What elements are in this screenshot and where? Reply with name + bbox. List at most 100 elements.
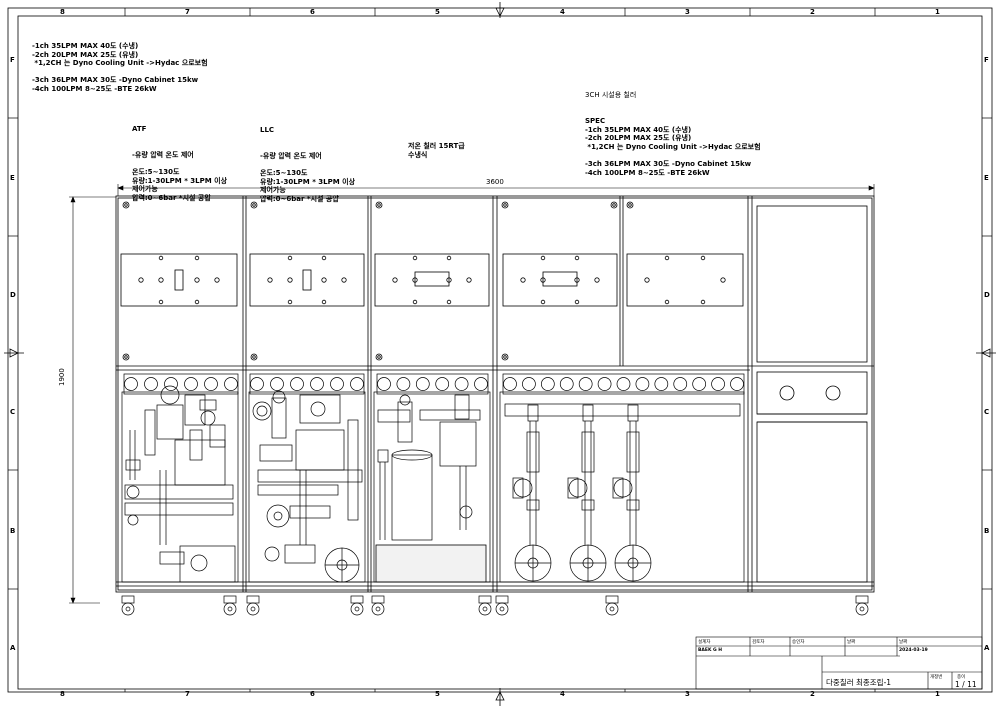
gauge	[377, 377, 391, 391]
caster-hub	[375, 606, 381, 612]
column-label: 1	[935, 8, 940, 16]
gauge	[616, 377, 631, 391]
gauge	[503, 377, 517, 391]
panel-hole	[540, 299, 546, 305]
casters	[121, 595, 869, 616]
door-screw	[375, 353, 383, 361]
panel-hole	[446, 255, 452, 261]
door-screw-center	[124, 355, 128, 359]
tb-label-date-1: 날짜	[847, 640, 856, 645]
switch-slot	[302, 269, 312, 291]
note-line: -3ch 36LPM MAX 30도 -Dyno Cabinet 15kw	[585, 159, 752, 168]
panel-hole	[664, 299, 670, 305]
caster-mount	[121, 595, 135, 604]
caster-hub	[859, 606, 865, 612]
switch-slot	[174, 269, 184, 291]
drawing-title: 다중칠러 최종조립-1	[826, 678, 892, 687]
panel-hole	[194, 277, 200, 283]
panel-hole	[644, 277, 650, 283]
panel-hole	[466, 277, 472, 283]
gauge-rail	[502, 373, 745, 395]
note-line: -1ch 35LPM MAX 40도 (수냉)	[32, 42, 139, 50]
panel-hole	[412, 277, 418, 283]
row-label: A	[984, 644, 990, 652]
door-screw	[610, 201, 618, 209]
panel-hole	[194, 299, 200, 305]
gauge-rail	[249, 373, 365, 395]
note-line: 압력:0~6bar *시설 공압	[132, 193, 211, 202]
column-label: 4	[560, 690, 565, 698]
column-label: 7	[185, 690, 190, 698]
title-block	[695, 636, 983, 690]
panel-hole	[446, 299, 452, 305]
tb-sheet-label: 종이	[957, 675, 966, 680]
gauge	[597, 377, 612, 391]
flow-meter	[626, 431, 640, 473]
gauge	[711, 377, 725, 391]
flow-meter	[581, 431, 595, 473]
llc-title: LLC	[260, 126, 275, 135]
control-panel	[626, 253, 744, 307]
door-screw	[250, 353, 258, 361]
gauge	[474, 377, 488, 391]
door-screw	[122, 201, 130, 209]
caster-mount	[371, 595, 385, 604]
gauge	[144, 377, 158, 391]
tb-revision-label: 개정번	[930, 675, 943, 680]
right-spec-note: 3CH 시설용 칠러 SPEC-1ch 35LPM MAX 40도 (수냉)-2…	[585, 74, 761, 186]
gauge-rail	[123, 373, 239, 395]
caster-hub	[482, 606, 488, 612]
row-label: F	[10, 56, 15, 64]
gauge	[204, 377, 218, 391]
centering-marks	[4, 2, 996, 706]
gauge	[578, 377, 593, 391]
note-line: *1,2CH 는 Dyno Cooling Unit ->Hydac 으로보험	[32, 59, 208, 68]
gauge	[730, 377, 744, 391]
note-line: 압력:0~6bar *시설 공압	[260, 194, 339, 203]
frame-ticks	[8, 8, 992, 692]
column-label: 1	[935, 690, 940, 698]
gauge	[454, 377, 469, 391]
caster-mount	[605, 595, 619, 604]
note-line: 유량:1-30LPM * 3LPM 이상	[132, 176, 228, 185]
column-label: 6	[310, 690, 315, 698]
panel-hole	[321, 255, 327, 261]
caster-hub	[499, 606, 505, 612]
control-panel	[502, 253, 618, 307]
column-label: 7	[185, 8, 190, 16]
note-line: 온도:5~130도	[260, 169, 308, 178]
gauge	[559, 377, 574, 391]
door-screw	[375, 201, 383, 209]
panel-hole	[341, 277, 347, 283]
note-line: -3ch 36LPM MAX 30도 -Dyno Cabinet 15kw	[32, 76, 199, 85]
column-label: 6	[310, 8, 315, 16]
door-screw-center	[377, 355, 381, 359]
column-label: 2	[810, 690, 815, 698]
caster-wheel	[605, 602, 619, 616]
caster-mount	[246, 595, 260, 604]
note-line	[585, 151, 761, 160]
row-label: C	[984, 408, 990, 416]
door-screw-center	[377, 203, 381, 207]
caster-wheel	[371, 602, 385, 616]
note-line: -2ch 20LPM MAX 25도 (유냉)	[32, 50, 139, 59]
row-label: B	[10, 527, 16, 535]
column-label: 8	[60, 690, 65, 698]
control-panel	[120, 253, 238, 307]
control-panel	[249, 253, 365, 307]
atf-piping	[121, 385, 239, 583]
panel-hole	[194, 255, 200, 261]
gauge	[330, 377, 344, 391]
tb-label-reviewer: 검토자	[752, 640, 765, 645]
motor-body	[512, 477, 524, 499]
panel-hole	[158, 277, 164, 283]
llc-piping	[248, 390, 366, 583]
door-screw-center	[124, 203, 128, 207]
door-screw-center	[503, 203, 507, 207]
gauge	[673, 377, 688, 391]
top-left-notes: -1ch 35LPM MAX 40도 (수냉)-2ch 20LPM MAX 25…	[32, 42, 208, 94]
caster-wheel	[246, 602, 260, 616]
caster-wheel	[855, 602, 869, 616]
note-line: -1ch 35LPM MAX 40도 (수냉)	[585, 125, 692, 134]
